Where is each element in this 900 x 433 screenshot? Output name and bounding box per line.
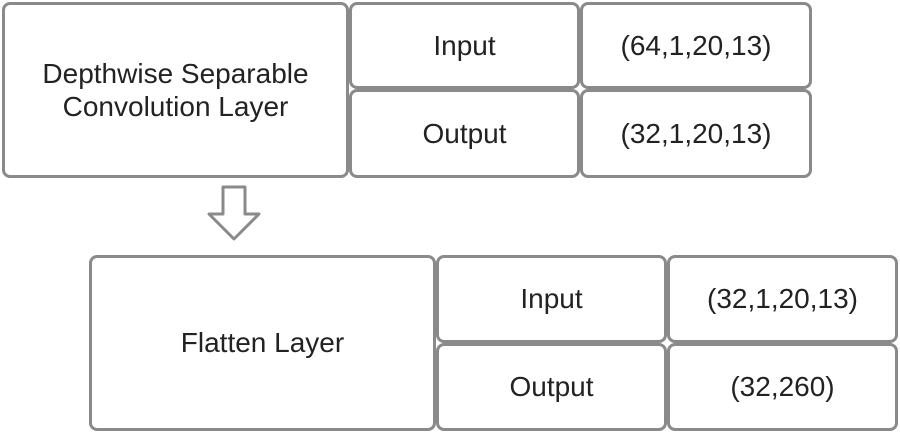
input-label: Input [520, 283, 583, 315]
layer-name-text: Depthwise Separable Convolution Layer [42, 57, 308, 123]
output-shape: (32,260) [730, 371, 835, 403]
input-shape-cell: (32,1,20,13) [667, 255, 898, 343]
layer-name-box-flatten: Flatten Layer [89, 255, 436, 431]
down-arrow-icon [207, 185, 261, 241]
input-label-cell: Input [436, 255, 667, 343]
output-shape-cell: (32,260) [667, 343, 898, 431]
output-label-cell: Output [436, 343, 667, 431]
layer-name-text: Flatten Layer [181, 326, 344, 359]
output-label: Output [422, 117, 507, 149]
output-label: Output [509, 371, 594, 403]
input-label-cell: Input [349, 2, 580, 89]
output-label-cell: Output [349, 89, 580, 178]
layer-name-line: Flatten Layer [180, 327, 345, 359]
output-shape-cell: (32,1,20,13) [580, 89, 812, 178]
input-shape: (64,1,20,13) [620, 29, 772, 61]
input-label: Input [433, 29, 496, 61]
input-shape-cell: (64,1,20,13) [580, 2, 812, 89]
layer-name-line: Depthwise Separable [42, 57, 309, 89]
input-shape: (32,1,20,13) [707, 283, 858, 315]
layer-name-line: Convolution Layer [62, 91, 289, 122]
layer-name-box-depthwise: Depthwise Separable Convolution Layer [2, 2, 349, 178]
output-shape: (32,1,20,13) [620, 117, 772, 149]
